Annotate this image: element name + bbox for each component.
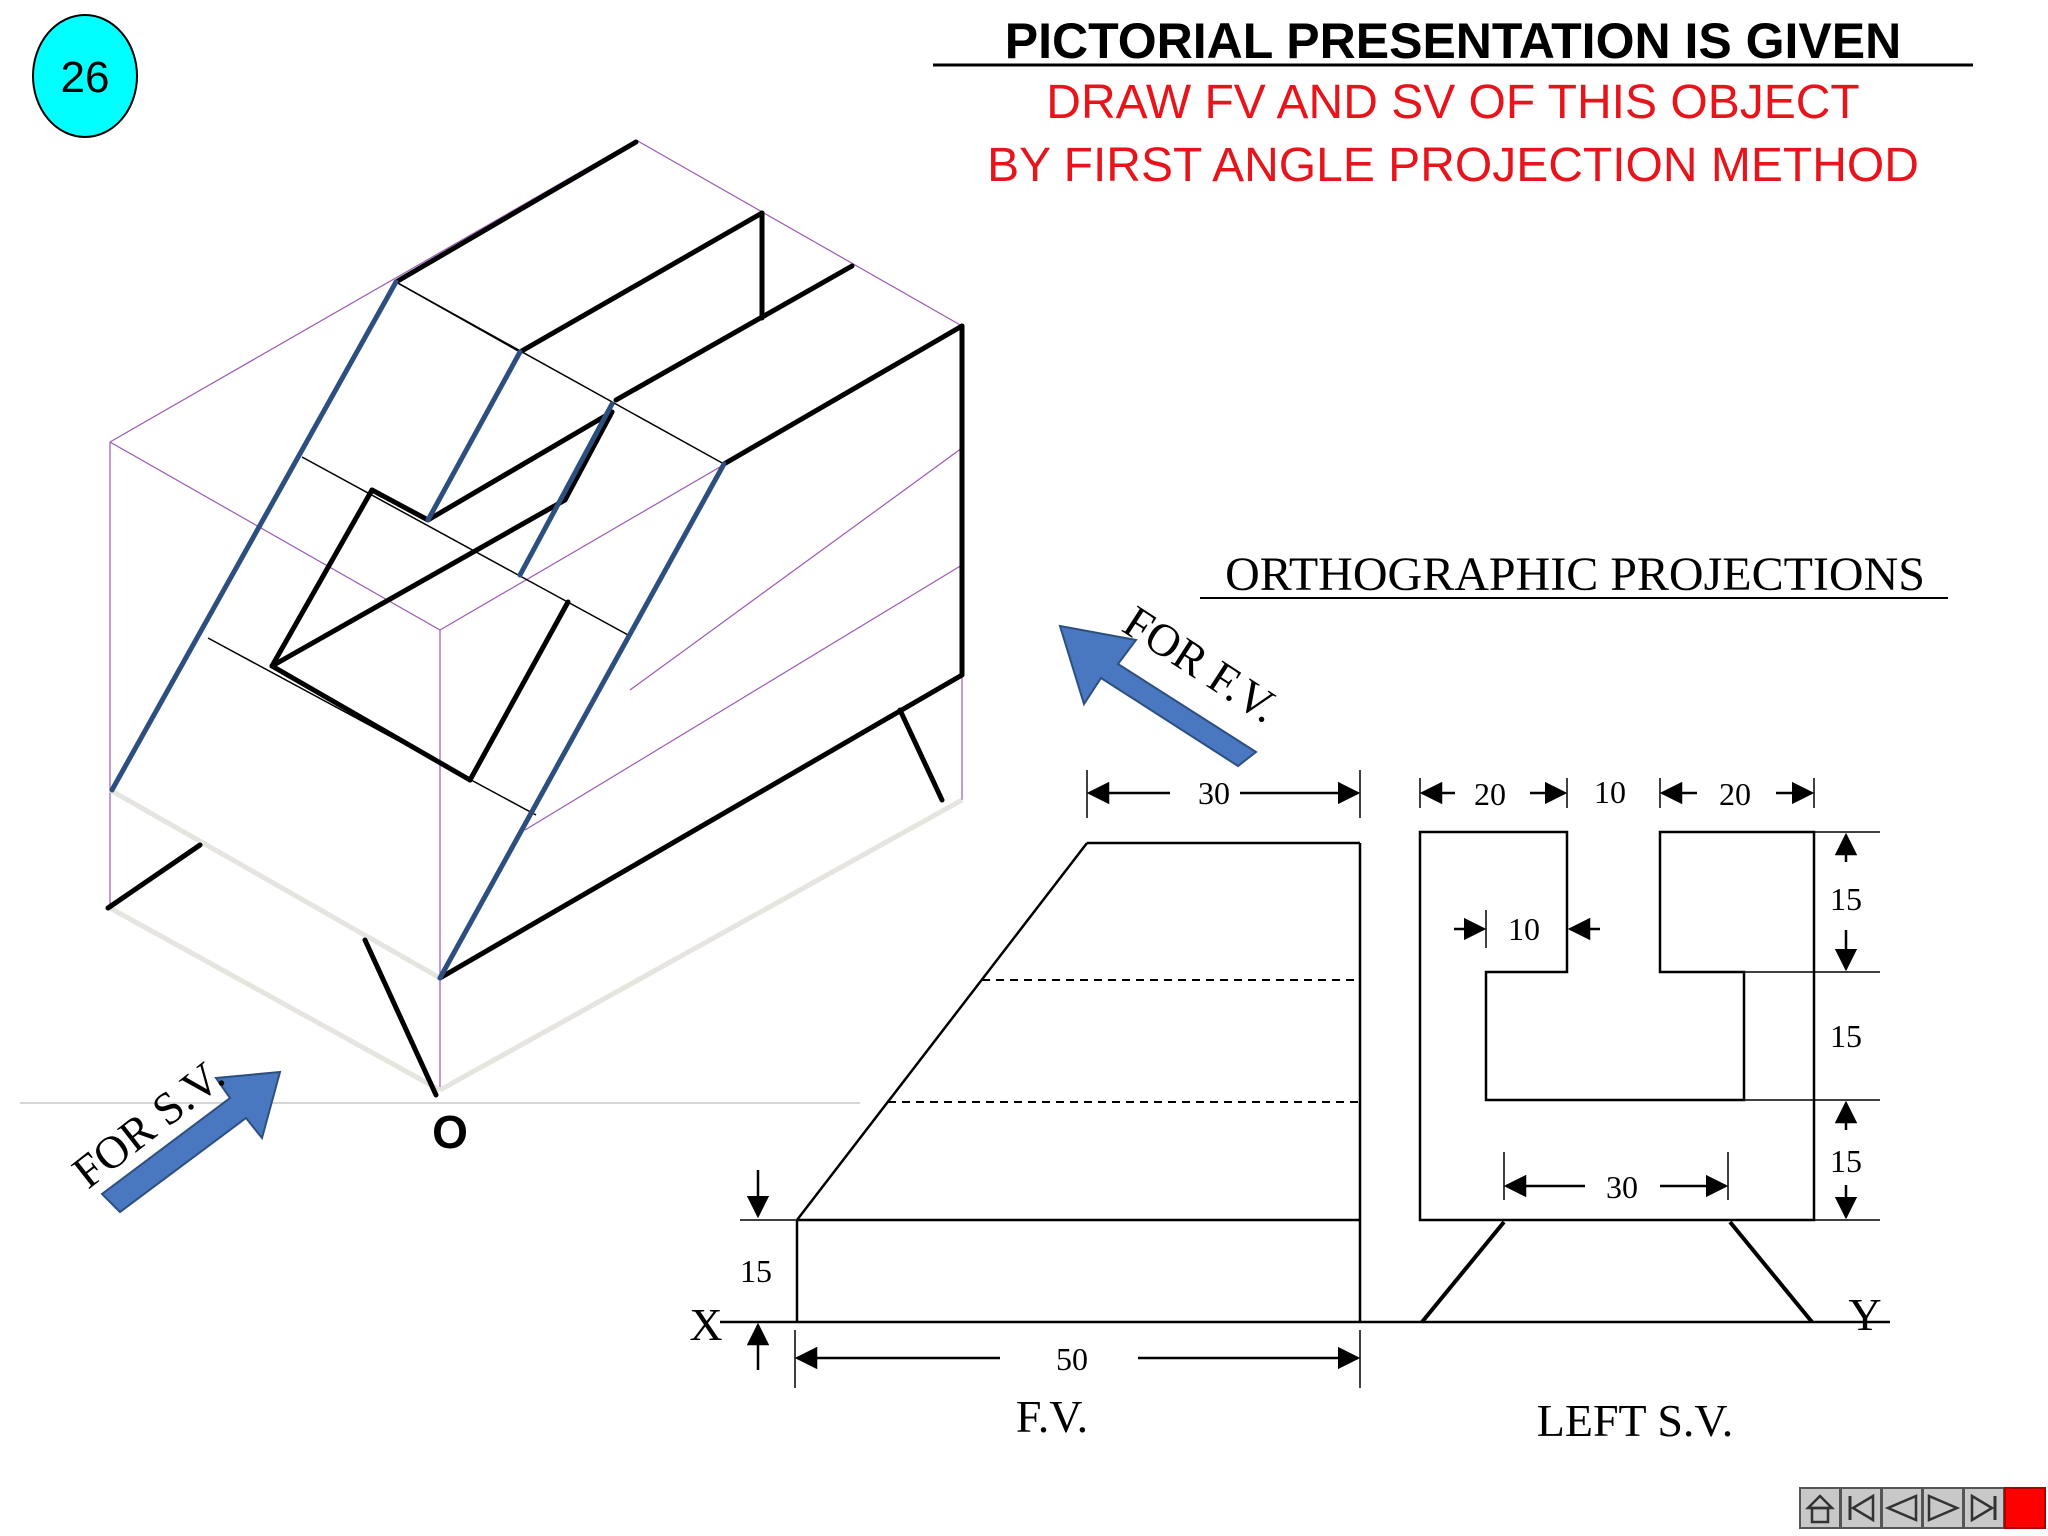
- heading-title: PICTORIAL PRESENTATION IS GIVEN: [1005, 13, 1901, 69]
- front-view: 30 15 50 F.V.: [740, 770, 1362, 1442]
- hidden-guide-lines: [207, 281, 725, 816]
- dim-sv-height-top-value: 15: [1830, 881, 1862, 917]
- front-view-caption: F.V.: [1016, 1391, 1088, 1442]
- next-icon[interactable]: [1922, 1487, 1964, 1529]
- construction-lines: [109, 139, 963, 1090]
- slide-navigation: [1799, 1487, 2046, 1529]
- dim-fv-total-width-value: 50: [1056, 1341, 1088, 1377]
- base-edges: [108, 787, 964, 1093]
- dim-sv-inner-width-value: 30: [1606, 1169, 1638, 1205]
- dim-fv-top-width-value: 30: [1198, 775, 1230, 811]
- dim-sv-left-width-value: 20: [1474, 776, 1506, 812]
- y-label: Y: [1848, 1289, 1881, 1340]
- side-view-legs: [1420, 1220, 1814, 1324]
- dim-sv-inner-step: 10: [1454, 910, 1600, 948]
- dim-sv-right-width-value: 20: [1719, 776, 1751, 812]
- home-icon[interactable]: [1799, 1487, 1841, 1529]
- xy-reference-line: X Y: [689, 1289, 1890, 1350]
- front-view-outline: [795, 841, 1362, 1322]
- dim-sv-height-bottom-value: 15: [1830, 1143, 1862, 1179]
- dim-sv-height-mid-value: 15: [1830, 1018, 1862, 1054]
- slide-number-badge: 26: [32, 14, 138, 138]
- fv-direction-arrow: FOR F.V.: [1058, 596, 1288, 768]
- slide-number: 26: [61, 53, 110, 102]
- dim-sv-top-widths: 20 10 20: [1419, 774, 1815, 812]
- heading-instruction-2: BY FIRST ANGLE PROJECTION METHOD: [987, 139, 1919, 192]
- x-label: X: [689, 1299, 722, 1350]
- sv-direction-arrow: FOR S.V.: [63, 1049, 282, 1214]
- dim-fv-base-height: 15: [740, 1170, 797, 1370]
- dim-sv-inner-step-value: 10: [1508, 911, 1540, 947]
- dim-fv-base-height-value: 15: [740, 1253, 772, 1289]
- side-view-outline: [1418, 830, 1816, 1222]
- dim-fv-total-width: 50: [794, 1330, 1361, 1388]
- heading: PICTORIAL PRESENTATION IS GIVEN DRAW FV …: [933, 13, 1973, 192]
- side-view-caption: LEFT S.V.: [1537, 1395, 1733, 1446]
- first-icon[interactable]: [1840, 1487, 1882, 1529]
- origin-label: O: [432, 1106, 468, 1158]
- heading-instruction-1: DRAW FV AND SV OF THIS OBJECT: [1046, 76, 1859, 129]
- fv-arrow-label: FOR F.V.: [1115, 596, 1288, 733]
- pictorial-view: O FOR F.V. FOR S.V.: [20, 139, 1288, 1214]
- stop-icon[interactable]: [2004, 1487, 2046, 1529]
- front-view-hidden-lines: [888, 979, 1360, 1103]
- last-icon[interactable]: [1963, 1487, 2005, 1529]
- dim-sv-heights: 15 15 15: [1744, 831, 1880, 1221]
- dim-sv-inner-width: 30: [1503, 1152, 1729, 1205]
- previous-icon[interactable]: [1881, 1487, 1923, 1529]
- section-title: ORTHOGRAPHIC PROJECTIONS: [1225, 548, 1925, 601]
- dim-sv-slot-width-value: 10: [1594, 774, 1626, 810]
- slant-edges: [109, 279, 727, 981]
- side-view: 20 10 20 10 15 15 15: [1418, 774, 1880, 1446]
- visible-edges: [105, 139, 965, 1098]
- dim-fv-top-width: 30: [1086, 770, 1361, 818]
